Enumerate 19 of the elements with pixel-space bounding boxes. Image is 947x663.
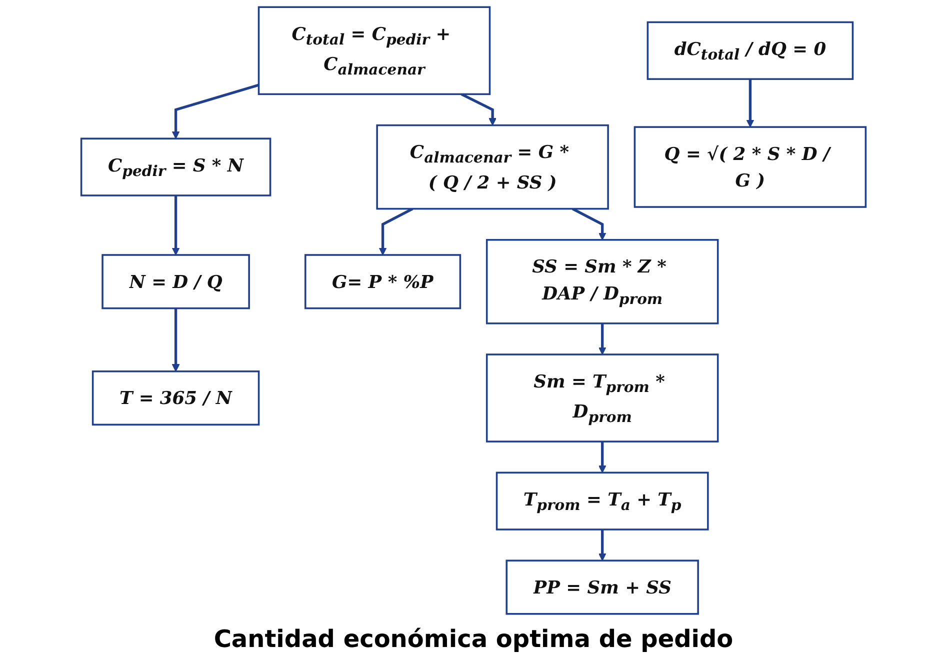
arrow bbox=[746, 79, 754, 128]
node-box: C$_{total}$ = C$_{pedir}$ + C$_{almacenar}$ bbox=[258, 6, 491, 96]
arrow bbox=[598, 530, 606, 561]
caption: Cantidad económica optima de pedido bbox=[214, 624, 734, 655]
arrow bbox=[172, 84, 260, 139]
arrow bbox=[460, 92, 496, 126]
arrow bbox=[598, 442, 606, 473]
node-box: Q = √( 2 * S * D / G ) bbox=[634, 126, 867, 208]
arrow bbox=[598, 323, 606, 355]
arrow bbox=[572, 208, 606, 240]
node-box: C$_{almacenar}$ = G * ( Q / 2 + SS ) bbox=[376, 124, 609, 210]
arrow bbox=[172, 308, 180, 372]
arrow bbox=[172, 195, 180, 256]
node-box: SS = Sm * Z * DAP / D$_{prom}$ bbox=[486, 238, 719, 324]
node-box: Sm = T$_{prom}$ * D$_{prom}$ bbox=[486, 354, 719, 442]
node-box: dC$_{total}$ / dQ = 0 bbox=[646, 21, 854, 80]
arrow bbox=[378, 208, 414, 256]
node-box: PP = Sm + SS bbox=[506, 560, 699, 615]
node-box: T$_{prom}$ = T$_{a}$ + T$_{p}$ bbox=[496, 472, 709, 530]
